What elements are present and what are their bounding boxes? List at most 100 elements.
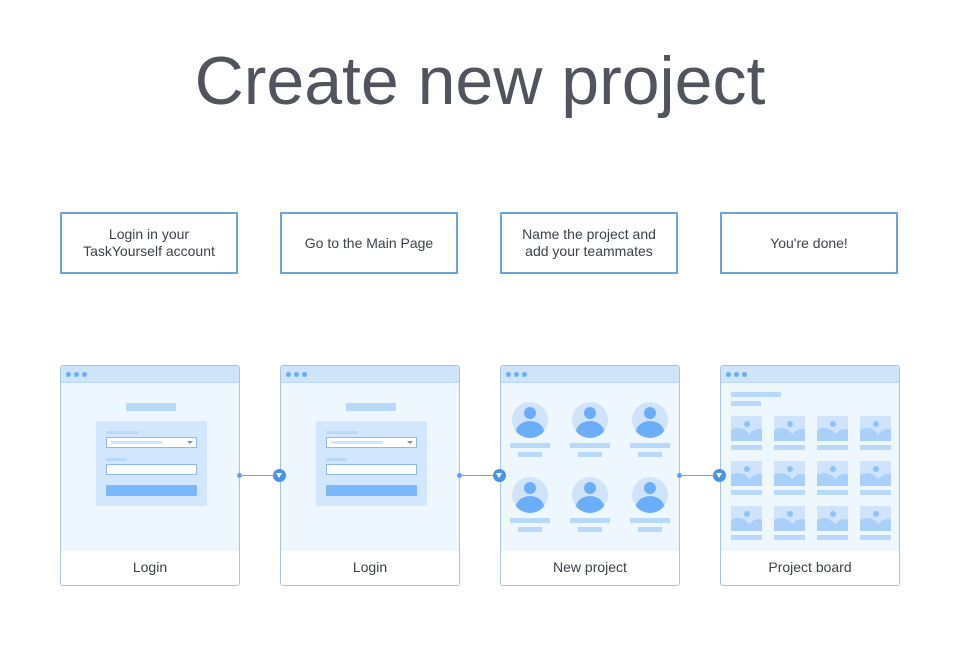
image-caption-placeholder: [860, 490, 891, 495]
user-name-placeholder: [630, 443, 670, 448]
window-title-bar: [501, 366, 679, 383]
screen-caption: Project board: [768, 559, 852, 575]
window-dot-icon: [742, 372, 747, 377]
user-avatar-icon: [632, 477, 668, 513]
screen-caption: Login: [132, 559, 168, 575]
image-placeholder-icon: [860, 416, 891, 441]
image-caption-placeholder: [860, 535, 891, 540]
login-form-panel: [316, 421, 427, 506]
step-label: Name the project and add your teammates: [522, 226, 656, 259]
image-caption-placeholder: [774, 445, 805, 450]
board-subtitle-placeholder: [731, 401, 761, 406]
field-label-placeholder: [326, 431, 358, 434]
user-name-placeholder: [630, 518, 670, 523]
window-dot-icon: [82, 372, 87, 377]
connector-line: [680, 475, 714, 476]
heading-placeholder: [346, 403, 396, 411]
image-placeholder-icon: [817, 416, 848, 441]
image-caption-placeholder: [817, 535, 848, 540]
step-label: You're done!: [770, 234, 848, 251]
step-box-done: You're done!: [720, 212, 898, 274]
image-placeholder-icon: [731, 506, 762, 531]
submit-button-placeholder: [106, 485, 197, 496]
user-role-placeholder: [638, 527, 662, 532]
image-placeholder-icon: [817, 461, 848, 486]
submit-button-placeholder: [326, 485, 417, 496]
user-role-placeholder: [578, 527, 602, 532]
user-name-placeholder: [510, 443, 550, 448]
text-field: [106, 464, 197, 475]
image-caption-placeholder: [774, 535, 805, 540]
image-placeholder-icon: [774, 506, 805, 531]
connector-start-dot: [457, 473, 462, 478]
window-dot-icon: [286, 372, 291, 377]
user-avatar-icon: [632, 402, 668, 438]
window-title-bar: [721, 366, 899, 383]
user-role-placeholder: [578, 452, 602, 457]
screen-project-board: Project board: [720, 365, 900, 586]
window-dot-icon: [726, 372, 731, 377]
image-caption-placeholder: [774, 490, 805, 495]
image-caption-placeholder: [860, 445, 891, 450]
field-label-placeholder: [106, 458, 127, 461]
image-placeholder-icon: [731, 416, 762, 441]
user-avatar-icon: [572, 402, 608, 438]
image-placeholder-icon: [860, 461, 891, 486]
window-title-bar: [61, 366, 239, 383]
image-placeholder-icon: [774, 416, 805, 441]
step-box-login: Login in your TaskYourself account: [60, 212, 238, 274]
screen-login: Login: [60, 365, 240, 586]
screen-body: [61, 383, 239, 551]
user-avatar-icon: [512, 402, 548, 438]
window-dot-icon: [294, 372, 299, 377]
image-placeholder-icon: [731, 461, 762, 486]
window-dot-icon: [734, 372, 739, 377]
user-role-placeholder: [518, 527, 542, 532]
user-role-placeholder: [518, 452, 542, 457]
heading-placeholder: [126, 403, 176, 411]
image-caption-placeholder: [817, 445, 848, 450]
user-name-placeholder: [570, 443, 610, 448]
screen-new-project: New project: [500, 365, 680, 586]
window-dot-icon: [506, 372, 511, 377]
page-title: Create new project: [194, 43, 766, 119]
user-name-placeholder: [570, 518, 610, 523]
user-name-placeholder: [510, 518, 550, 523]
connector-line: [240, 475, 274, 476]
field-value-placeholder: [111, 441, 163, 444]
field-label-placeholder: [326, 458, 347, 461]
window-dot-icon: [514, 372, 519, 377]
image-caption-placeholder: [731, 535, 762, 540]
text-field: [326, 464, 417, 475]
step-label: Go to the Main Page: [304, 234, 434, 251]
field-label-placeholder: [106, 431, 138, 434]
screen-login-2: Login: [280, 365, 460, 586]
connector-line: [460, 475, 494, 476]
screen-caption: New project: [553, 559, 627, 575]
screen-body: [721, 383, 899, 551]
image-placeholder-icon: [774, 461, 805, 486]
step-box-name-project: Name the project and add your teammates: [500, 212, 678, 274]
image-placeholder-icon: [817, 506, 848, 531]
window-dot-icon: [74, 372, 79, 377]
step-box-main-page: Go to the Main Page: [280, 212, 458, 274]
chevron-down-icon: [273, 469, 286, 482]
image-placeholder-icon: [860, 506, 891, 531]
image-caption-placeholder: [817, 490, 848, 495]
window-title-bar: [281, 366, 459, 383]
login-form-panel: [96, 421, 207, 506]
chevron-down-icon: [493, 469, 506, 482]
board-title-placeholder: [731, 392, 781, 397]
step-label: Login in your TaskYourself account: [83, 226, 215, 259]
user-role-placeholder: [638, 452, 662, 457]
chevron-down-icon: [407, 441, 413, 444]
chevron-down-icon: [713, 469, 726, 482]
user-avatar-icon: [512, 477, 548, 513]
window-dot-icon: [66, 372, 71, 377]
field-value-placeholder: [331, 441, 383, 444]
window-dot-icon: [302, 372, 307, 377]
connector-start-dot: [677, 473, 682, 478]
connector-start-dot: [237, 473, 242, 478]
window-dot-icon: [522, 372, 527, 377]
screen-body: [281, 383, 459, 551]
